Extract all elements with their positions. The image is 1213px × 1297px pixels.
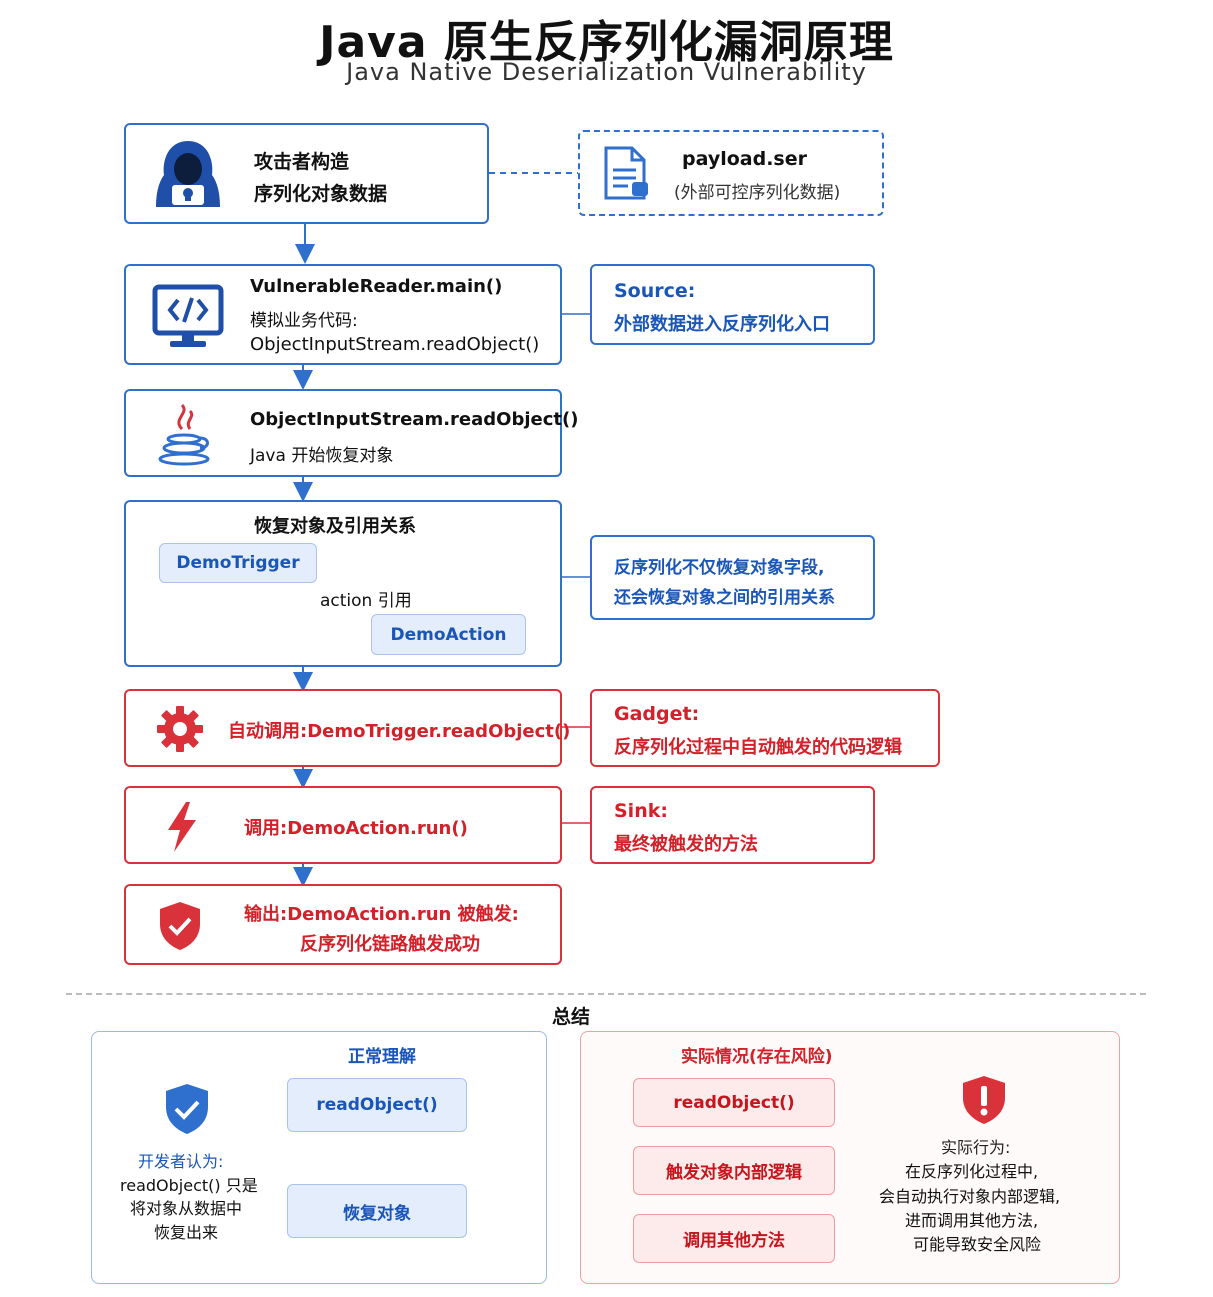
output-box: 输出:DemoAction.run 被触发: 反序列化链路触发成功 [124, 884, 562, 965]
restore-note-line1: 反序列化不仅恢复对象字段, [614, 558, 825, 578]
page-title: Java 原生反序列化漏洞原理 [319, 17, 894, 68]
gadget-title: Gadget: [614, 703, 700, 725]
call-prefix: 调用: [244, 818, 288, 839]
attacker-line1: 攻击者构造 [254, 151, 350, 173]
source-box: Source: 外部数据进入反序列化入口 [590, 264, 875, 345]
auto-call-prefix: 自动调用: [228, 721, 308, 742]
output-line2: 反序列化链路触发成功 [300, 934, 480, 955]
call-box: 调用:DemoAction.run() [124, 786, 562, 864]
sink-title: Sink: [614, 800, 668, 822]
normal-heading: 正常理解 [348, 1047, 416, 1067]
auto-call-method: DemoTrigger.readObject() [307, 721, 571, 742]
page-subtitle: Java Native Deserialization Vulnerabilit… [346, 58, 867, 86]
reader-line2: 模拟业务代码: [250, 311, 358, 331]
actual-line1: 在反序列化过程中, [905, 1162, 1039, 1181]
ois-box: ObjectInputStream.readObject() Java 开始恢复… [124, 389, 578, 477]
restore-note-line2: 还会恢复对象之间的引用关系 [614, 588, 835, 608]
call-method: DemoAction.run() [287, 818, 468, 839]
actual-line4: 可能导致安全风险 [913, 1235, 1042, 1254]
normal-dev-line2: 将对象从数据中 [130, 1199, 243, 1218]
shield-check-icon [160, 902, 200, 950]
normal-dev-line1: readObject() 只是 [120, 1176, 258, 1195]
file-icon [604, 146, 648, 200]
actual-step-readobject: readObject() [633, 1078, 835, 1127]
output-line1: 输出:DemoAction.run 被触发: [244, 904, 519, 925]
actual-step-trigger-logic: 触发对象内部逻辑 [633, 1146, 835, 1195]
normal-step-restore: 恢复对象 [287, 1184, 467, 1238]
normal-dev-label: 开发者认为: [138, 1152, 224, 1171]
source-desc: 外部数据进入反序列化入口 [614, 314, 830, 335]
section-divider [66, 993, 1146, 995]
payload-box: payload.ser (外部可控序列化数据) [578, 130, 884, 216]
code-monitor-icon [152, 284, 224, 347]
attacker-line2: 序列化对象数据 [254, 183, 388, 205]
action-ref-label: action 引用 [320, 591, 412, 611]
gadget-box: Gadget: 反序列化过程中自动触发的代码逻辑 [590, 689, 940, 767]
normal-dev-line3: 恢复出来 [154, 1223, 219, 1242]
actual-line3: 进而调用其他方法, [905, 1211, 1039, 1230]
reader-line3: ObjectInputStream.readObject() [250, 334, 540, 355]
lightning-icon [168, 802, 196, 852]
actual-label: 实际行为: [941, 1138, 1011, 1157]
java-icon [158, 403, 210, 466]
gadget-desc: 反序列化过程中自动触发的代码逻辑 [614, 737, 902, 758]
ois-desc: Java 开始恢复对象 [250, 446, 394, 466]
hacker-icon [156, 141, 220, 207]
warning-shield-icon [963, 1076, 1005, 1124]
actual-line2: 会自动执行对象内部逻辑, [879, 1187, 1061, 1206]
attacker-box: 攻击者构造 序列化对象数据 [124, 123, 489, 224]
normal-panel: 正常理解 开发者认为: readObject() 只是 将对象从数据中 恢复出来 [91, 1031, 547, 1284]
restore-note-box: 反序列化不仅恢复对象字段, 还会恢复对象之间的引用关系 [590, 535, 875, 620]
demo-trigger-node: DemoTrigger [159, 543, 317, 583]
actual-heading: 实际情况(存在风险) [681, 1047, 833, 1067]
payload-desc: (外部可控序列化数据) [674, 183, 841, 203]
reader-title: VulnerableReader.main() [250, 276, 503, 297]
normal-step-readobject: readObject() [287, 1078, 467, 1132]
summary-title: 总结 [552, 1006, 591, 1028]
ois-title: ObjectInputStream.readObject() [250, 409, 579, 430]
actual-step-call-methods: 调用其他方法 [633, 1214, 835, 1263]
payload-name: payload.ser [682, 148, 807, 170]
source-title: Source: [614, 280, 696, 302]
demo-action-node: DemoAction [371, 614, 526, 655]
shield-check-icon [166, 1084, 208, 1134]
auto-call-box: 自动调用:DemoTrigger.readObject() [124, 689, 570, 767]
sink-box: Sink: 最终被触发的方法 [590, 786, 875, 864]
gear-icon [157, 706, 203, 752]
reader-box: VulnerableReader.main() 模拟业务代码: ObjectIn… [124, 264, 562, 365]
sink-desc: 最终被触发的方法 [614, 834, 758, 855]
restore-title: 恢复对象及引用关系 [254, 516, 416, 537]
